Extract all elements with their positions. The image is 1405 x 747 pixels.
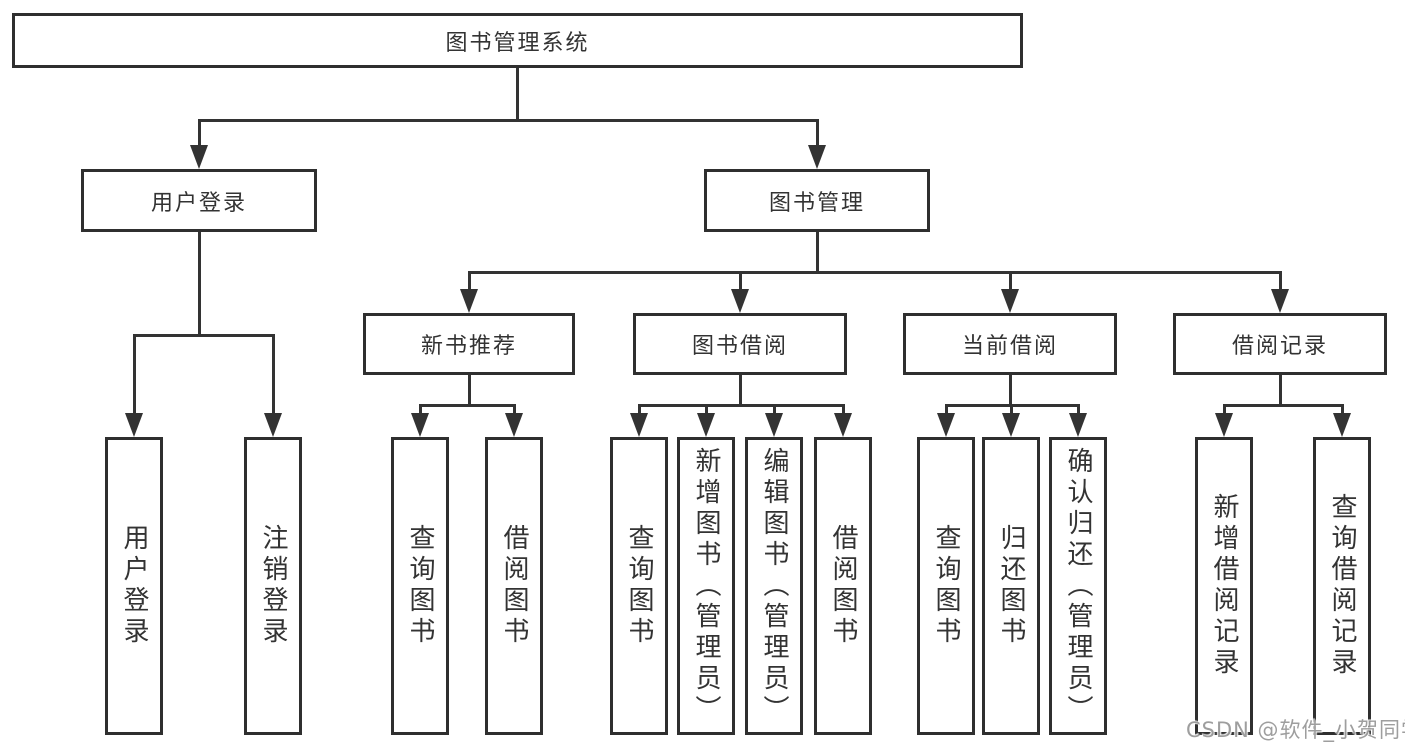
leaf-edit-book-admin-label: 编辑图书（管理员） bbox=[759, 446, 789, 726]
node-new-book-recommend: 新书推荐 bbox=[363, 313, 575, 375]
leaf-borrow-book-under-recommend: 借阅图书 bbox=[485, 437, 543, 735]
leaf-query-book-label: 查询图书 bbox=[931, 524, 961, 648]
leaf-query-borrow-record: 查询借阅记录 bbox=[1313, 437, 1371, 735]
connector-line bbox=[945, 405, 948, 417]
connector-line bbox=[468, 271, 1282, 274]
leaf-edit-book-admin: 编辑图书（管理员） bbox=[745, 437, 803, 735]
arrowhead-down-icon bbox=[1333, 413, 1351, 437]
node-borrow-records: 借阅记录 bbox=[1173, 313, 1387, 375]
arrowhead-down-icon bbox=[808, 145, 826, 169]
leaf-add-borrow-record: 新增借阅记录 bbox=[1195, 437, 1253, 735]
connector-line bbox=[1279, 272, 1282, 294]
node-book-management-label: 图书管理 bbox=[768, 190, 865, 216]
arrowhead-down-icon bbox=[264, 413, 282, 437]
leaf-user-login-label: 用户登录 bbox=[119, 524, 149, 648]
connector-line bbox=[1279, 375, 1282, 406]
leaf-return-book: 归还图书 bbox=[982, 437, 1040, 735]
leaf-query-book-label: 查询图书 bbox=[405, 524, 435, 648]
node-book-borrowing: 图书借阅 bbox=[633, 313, 847, 375]
arrowhead-down-icon bbox=[460, 289, 478, 313]
connector-line bbox=[816, 232, 819, 273]
connector-line bbox=[816, 120, 819, 148]
leaf-logout-login: 注销登录 bbox=[244, 437, 302, 735]
connector-line bbox=[513, 405, 516, 417]
connector-line bbox=[1009, 375, 1012, 406]
arrowhead-down-icon bbox=[630, 413, 648, 437]
connector-line bbox=[133, 335, 136, 417]
connector-line bbox=[419, 404, 516, 407]
arrowhead-down-icon bbox=[731, 289, 749, 313]
connector-line bbox=[842, 405, 845, 417]
csdn-watermark: CSDN @软件_小贺同学 bbox=[1186, 718, 1405, 742]
leaf-logout-login-label: 注销登录 bbox=[258, 524, 288, 648]
leaf-confirm-return-admin: 确认归还（管理员） bbox=[1049, 437, 1107, 735]
connector-line bbox=[419, 405, 422, 417]
connector-line bbox=[516, 68, 519, 121]
leaf-user-login: 用户登录 bbox=[105, 437, 163, 735]
connector-line bbox=[1223, 404, 1344, 407]
leaf-query-book-under-borrowing: 查询图书 bbox=[610, 437, 668, 735]
arrowhead-down-icon bbox=[125, 413, 143, 437]
connector-line bbox=[133, 334, 275, 337]
leaf-add-book-admin-label: 新增图书（管理员） bbox=[691, 446, 721, 726]
leaf-borrow-book-under-borrowing: 借阅图书 bbox=[814, 437, 872, 735]
node-borrow-records-label: 借阅记录 bbox=[1231, 334, 1328, 359]
node-current-borrowing-label: 当前借阅 bbox=[961, 334, 1058, 359]
connector-line bbox=[468, 272, 471, 294]
leaf-query-book-under-recommend: 查询图书 bbox=[391, 437, 449, 735]
arrowhead-down-icon bbox=[1215, 413, 1233, 437]
connector-line bbox=[773, 405, 776, 417]
arrowhead-down-icon bbox=[1069, 413, 1087, 437]
arrowhead-down-icon bbox=[1001, 289, 1019, 313]
connector-line bbox=[1010, 405, 1013, 417]
connector-line bbox=[198, 119, 819, 122]
connector-line bbox=[1341, 405, 1344, 417]
arrowhead-down-icon bbox=[505, 413, 523, 437]
arrowhead-down-icon bbox=[834, 413, 852, 437]
connector-line bbox=[1223, 405, 1226, 417]
leaf-borrow-book-label: 借阅图书 bbox=[499, 524, 529, 648]
connector-line bbox=[272, 335, 275, 417]
leaf-return-book-label: 归还图书 bbox=[996, 524, 1026, 648]
connector-line bbox=[198, 232, 201, 336]
leaf-query-book-label: 查询图书 bbox=[624, 524, 654, 648]
leaf-borrow-book-label: 借阅图书 bbox=[828, 524, 858, 648]
leaf-add-borrow-record-label: 新增借阅记录 bbox=[1209, 493, 1239, 679]
node-new-book-recommend-label: 新书推荐 bbox=[420, 334, 517, 359]
arrowhead-down-icon bbox=[190, 145, 208, 169]
arrowhead-down-icon bbox=[1271, 289, 1289, 313]
node-book-borrowing-label: 图书借阅 bbox=[691, 334, 788, 359]
node-current-borrowing: 当前借阅 bbox=[903, 313, 1117, 375]
arrowhead-down-icon bbox=[411, 413, 429, 437]
arrowhead-down-icon bbox=[937, 413, 955, 437]
leaf-add-book-admin: 新增图书（管理员） bbox=[677, 437, 735, 735]
connector-line bbox=[1009, 272, 1012, 294]
connector-line bbox=[638, 405, 641, 417]
connector-line bbox=[638, 404, 845, 407]
node-root: 图书管理系统 bbox=[12, 13, 1023, 68]
connector-line bbox=[705, 405, 708, 417]
connector-line bbox=[468, 375, 471, 406]
node-root-label: 图书管理系统 bbox=[445, 30, 590, 56]
leaf-confirm-return-admin-label: 确认归还（管理员） bbox=[1063, 446, 1093, 726]
connector-line bbox=[1077, 405, 1080, 417]
node-user-login: 用户登录 bbox=[81, 169, 317, 232]
arrowhead-down-icon bbox=[1002, 413, 1020, 437]
connector-line bbox=[739, 375, 742, 406]
arrowhead-down-icon bbox=[765, 413, 783, 437]
node-book-management: 图书管理 bbox=[704, 169, 930, 232]
leaf-query-book-under-current: 查询图书 bbox=[917, 437, 975, 735]
arrowhead-down-icon bbox=[697, 413, 715, 437]
node-user-login-label: 用户登录 bbox=[150, 190, 247, 216]
connector-line bbox=[198, 120, 201, 148]
leaf-query-borrow-record-label: 查询借阅记录 bbox=[1327, 493, 1357, 679]
connector-line bbox=[739, 272, 742, 294]
